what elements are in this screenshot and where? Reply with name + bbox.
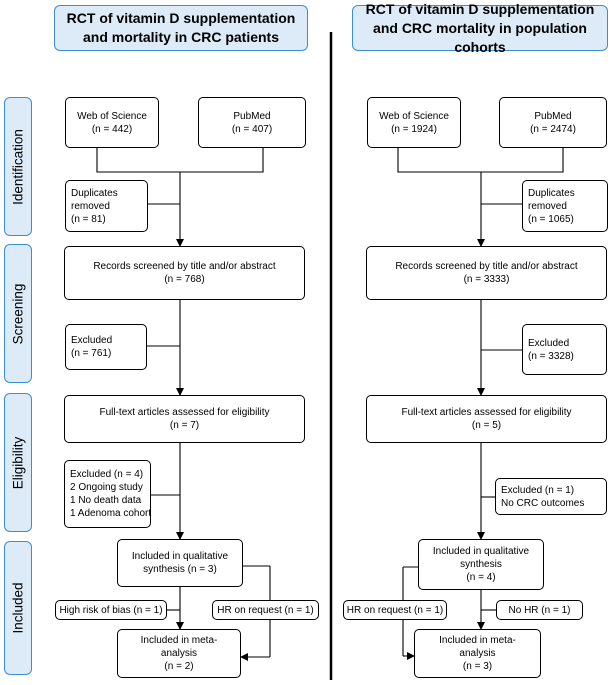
right-excluded-screen-label: Excluded (528, 337, 570, 349)
right-qualitative-count: (n = 4) (466, 572, 496, 583)
left-excluded-fulltext-line4: 1 Adenoma cohort (70, 508, 152, 519)
right-screened-box: Records screened by title and/or abstrac… (366, 246, 607, 300)
right-wos-label: Web of Science (379, 110, 449, 122)
left-excluded-fulltext-line2: 2 Ongoing study (70, 482, 143, 493)
left-excluded-fulltext-box: Excluded (n = 4) 2 Ongoing study 1 No de… (64, 460, 151, 528)
right-duplicates-count: (n = 1065) (528, 213, 574, 225)
right-screened-count: (n = 3333) (463, 274, 510, 285)
right-excluded-screen-count: (n = 3328) (528, 350, 574, 362)
left-screened-count: (n = 768) (164, 274, 205, 285)
left-fulltext-label: Full-text articles assessed for eligibil… (99, 407, 270, 418)
right-fulltext-box: Full-text articles assessed for eligibil… (366, 395, 607, 443)
left-pubmed-count: (n = 407) (231, 123, 273, 135)
left-duplicates-box: Duplicates removed (n = 81) (65, 180, 148, 232)
left-qualitative-box: Included in qualitative synthesis (n = 3… (117, 539, 243, 587)
right-excluded-fulltext-line2: No CRC outcomes (501, 497, 585, 509)
right-meta-line2: analysis (459, 648, 496, 659)
stage-screening: Screening (4, 244, 32, 383)
right-no-hr-label: No HR (n = 1) (508, 604, 571, 616)
left-high-risk-box: High risk of bias (n = 1) (55, 600, 167, 620)
right-excluded-fulltext-box: Excluded (n = 1) No CRC outcomes (495, 478, 607, 515)
stage-included-label: Included (10, 582, 26, 634)
left-web-of-science-box: Web of Science (n = 442) (65, 97, 159, 148)
left-excluded-fulltext-line3: 1 No death data (70, 495, 142, 506)
right-pubmed-box: PubMed (n = 2474) (499, 97, 607, 148)
right-excluded-fulltext-line1: Excluded (n = 1) (501, 484, 575, 496)
right-duplicates-line2: removed (528, 200, 567, 212)
right-screened-label: Records screened by title and/or abstrac… (395, 261, 578, 272)
right-hr-request-box: HR on request (n = 1) (343, 600, 447, 620)
right-excluded-screen-box: Excluded (n = 3328) (522, 324, 607, 375)
right-hr-request-label: HR on request (n = 1) (346, 604, 444, 616)
stage-identification: Identification (4, 97, 32, 236)
stage-eligibility-label: Eligibility (10, 436, 26, 489)
left-meta-count: (n = 2) (164, 661, 194, 672)
left-qualitative-line1: Included in qualitative (131, 551, 229, 562)
stage-eligibility: Eligibility (4, 393, 32, 532)
left-duplicates-line1: Duplicates (71, 187, 118, 199)
right-web-of-science-box: Web of Science (n = 1924) (367, 97, 461, 148)
left-meta-line2: analysis (160, 648, 198, 659)
right-qualitative-box: Included in qualitative synthesis (n = 4… (418, 539, 544, 590)
left-excluded-screen-box: Excluded (n = 761) (65, 324, 147, 370)
left-screened-box: Records screened by title and/or abstrac… (64, 246, 305, 300)
left-wos-count: (n = 442) (91, 123, 133, 135)
right-fulltext-label: Full-text articles assessed for eligibil… (401, 407, 572, 418)
right-pubmed-label: PubMed (534, 110, 572, 122)
left-screened-label: Records screened by title and/or abstrac… (93, 261, 276, 272)
right-qualitative-line1: Included in qualitative (432, 546, 530, 557)
left-high-risk-label: High risk of bias (n = 1) (59, 604, 163, 616)
left-fulltext-count: (n = 7) (169, 420, 200, 431)
left-duplicates-line2: removed (71, 200, 110, 212)
left-excluded-screen-label: Excluded (71, 335, 113, 346)
left-meta-box: Included in meta- analysis (n = 2) (117, 629, 241, 678)
left-wos-label: Web of Science (77, 110, 147, 122)
left-hr-request-box: HR on request (n = 1) (212, 600, 319, 620)
right-duplicates-line1: Duplicates (528, 187, 575, 199)
right-pubmed-count: (n = 2474) (530, 123, 576, 135)
left-excluded-screen-count: (n = 761) (71, 348, 112, 359)
left-panel-title: RCT of vitamin D supplementation and mor… (54, 5, 308, 51)
right-panel-title: RCT of vitamin D supplementation and CRC… (352, 1, 608, 55)
stage-included: Included (4, 541, 32, 675)
right-meta-box: Included in meta- analysis (n = 3) (414, 629, 541, 678)
left-duplicates-count: (n = 81) (71, 213, 106, 225)
stage-screening-label: Screening (10, 283, 26, 344)
left-hr-request-label: HR on request (n = 1) (217, 604, 314, 616)
left-pubmed-box: PubMed (n = 407) (198, 97, 306, 148)
left-pubmed-label: PubMed (233, 110, 271, 122)
right-meta-count: (n = 3) (462, 661, 493, 672)
left-meta-line1: Included in meta- (140, 635, 218, 646)
right-wos-count: (n = 1924) (391, 123, 437, 135)
stage-identification-label: Identification (10, 128, 26, 205)
right-qualitative-line2: synthesis (460, 559, 502, 570)
right-fulltext-count: (n = 5) (471, 420, 502, 431)
right-no-hr-box: No HR (n = 1) (496, 600, 583, 620)
left-fulltext-box: Full-text articles assessed for eligibil… (64, 395, 305, 443)
right-meta-line1: Included in meta- (439, 635, 516, 646)
left-excluded-fulltext-line1: Excluded (n = 4) (70, 469, 144, 480)
left-qualitative-line2: synthesis (n = 3) (143, 564, 217, 575)
right-duplicates-box: Duplicates removed (n = 1065) (522, 180, 608, 232)
